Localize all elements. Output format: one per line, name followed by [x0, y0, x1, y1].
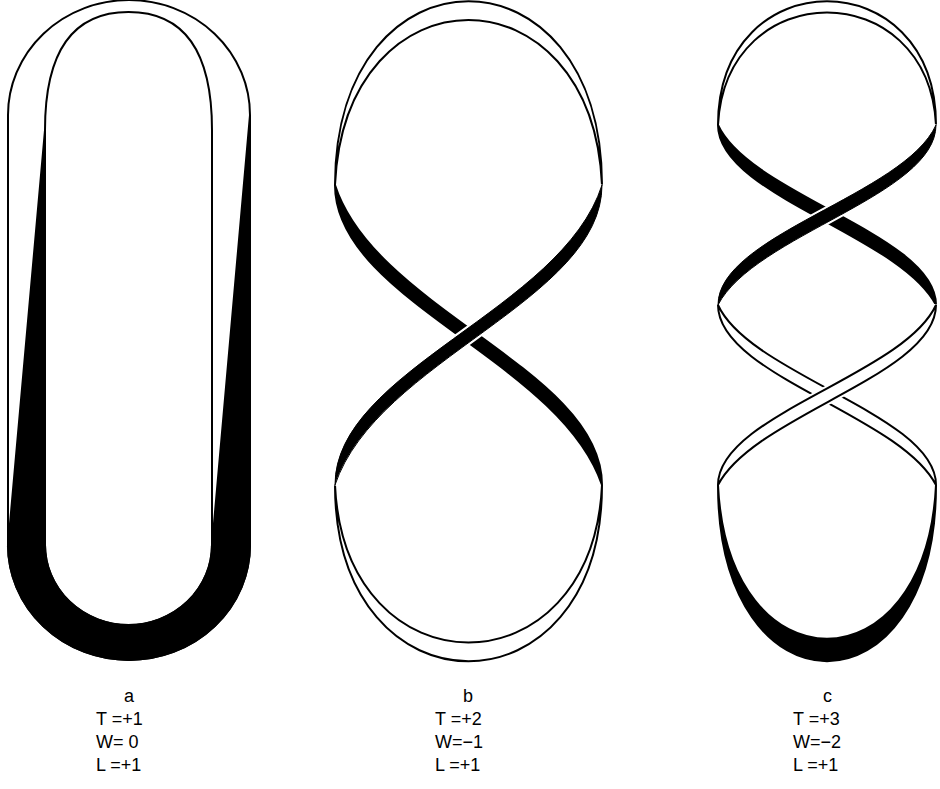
ribbon-wedge-right	[212, 115, 250, 546]
ribbon-crossing-white-over-gap	[718, 305, 936, 485]
value-label: L =+1	[96, 755, 141, 775]
ribbon-c	[718, 1, 936, 661]
ribbon-crossing-black-over-fill	[718, 125, 936, 305]
ribbon-top-loop	[718, 1, 936, 125]
panel-letter: a	[124, 686, 134, 706]
value-label: W= 0	[96, 732, 139, 752]
ribbon-b	[335, 1, 602, 661]
ribbon-outer-edge	[8, 0, 250, 660]
ribbon-crossing-black-under	[718, 125, 936, 305]
panel-letter: b	[463, 686, 473, 706]
ribbon-wedge-left	[8, 130, 45, 546]
ribbon-bottom-loop	[335, 485, 602, 661]
ribbon-a	[8, 0, 250, 660]
ribbon-crossing-white-over	[718, 305, 936, 485]
panel-letter: c	[823, 686, 832, 706]
value-label: L =+1	[793, 755, 838, 775]
value-label: T =+1	[96, 709, 143, 729]
value-label: L =+1	[435, 755, 480, 775]
value-label: W=−2	[793, 732, 841, 752]
ribbon-inner-edge	[45, 12, 212, 625]
value-label: T =+3	[793, 709, 840, 729]
ribbon-bottom-black	[8, 545, 250, 660]
ribbon-strand-under	[335, 185, 602, 485]
ribbon-bottom-loop	[718, 485, 936, 661]
ribbon-crossing-white-under	[718, 305, 936, 485]
value-label: T =+2	[435, 709, 482, 729]
ribbon-crossing-black-over	[718, 125, 936, 305]
ribbon-top-loop	[335, 1, 602, 185]
value-label: W=−1	[435, 732, 483, 752]
ribbon-strand-over	[335, 185, 602, 485]
ribbon-strand-over-fill	[335, 185, 602, 485]
